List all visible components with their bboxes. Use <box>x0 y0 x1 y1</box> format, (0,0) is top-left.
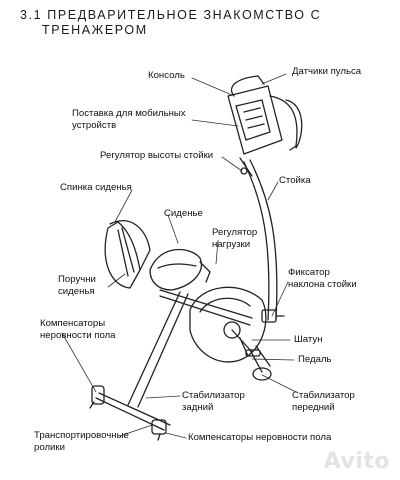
label-seat-back: Спинка сиденья <box>60 182 132 193</box>
seat-assembly <box>104 220 211 291</box>
bike-frame <box>89 159 278 441</box>
label-rear-stabilizer: Стабилизатор задний <box>182 390 245 413</box>
label-floor-compensators-left: Компенсаторы неровности пола <box>40 318 116 341</box>
label-seat: Сиденье <box>164 208 203 219</box>
label-front-stabilizer: Стабилизатор передний <box>292 390 355 413</box>
title-line-2: тренажером <box>42 23 148 37</box>
label-mobile-holder: Поставка для мобильных устройств <box>72 108 186 131</box>
label-mast: Стойка <box>279 175 311 186</box>
label-console: Консоль <box>148 70 185 81</box>
section-title: 3.1 Предварительное знакомство с тренаже… <box>20 8 321 38</box>
label-floor-compensators-bottom: Компенсаторы неровности пола <box>188 432 332 443</box>
label-pedal: Педаль <box>298 354 332 365</box>
console-assembly <box>227 75 303 177</box>
title-line-1: 3.1 Предварительное знакомство с <box>20 8 322 22</box>
label-seat-handles: Поручни сиденья <box>58 274 96 297</box>
mast-tilt-lock <box>261 309 285 323</box>
flywheel <box>189 286 267 363</box>
leader-lines <box>61 73 297 439</box>
avito-watermark: Avito <box>323 449 390 474</box>
label-crank: Шатун <box>294 334 323 345</box>
label-transport-rollers: Транспортировочные ролики <box>34 430 129 453</box>
label-mast-height-regulator: Регулятор высоты стойки <box>100 150 214 161</box>
label-mast-tilt-lock: Фиксатор наклона стойки <box>288 267 357 290</box>
label-pulse-sensors: Датчики пульса <box>292 66 362 77</box>
label-load-regulator: Регулятор нагрузки <box>212 227 258 250</box>
